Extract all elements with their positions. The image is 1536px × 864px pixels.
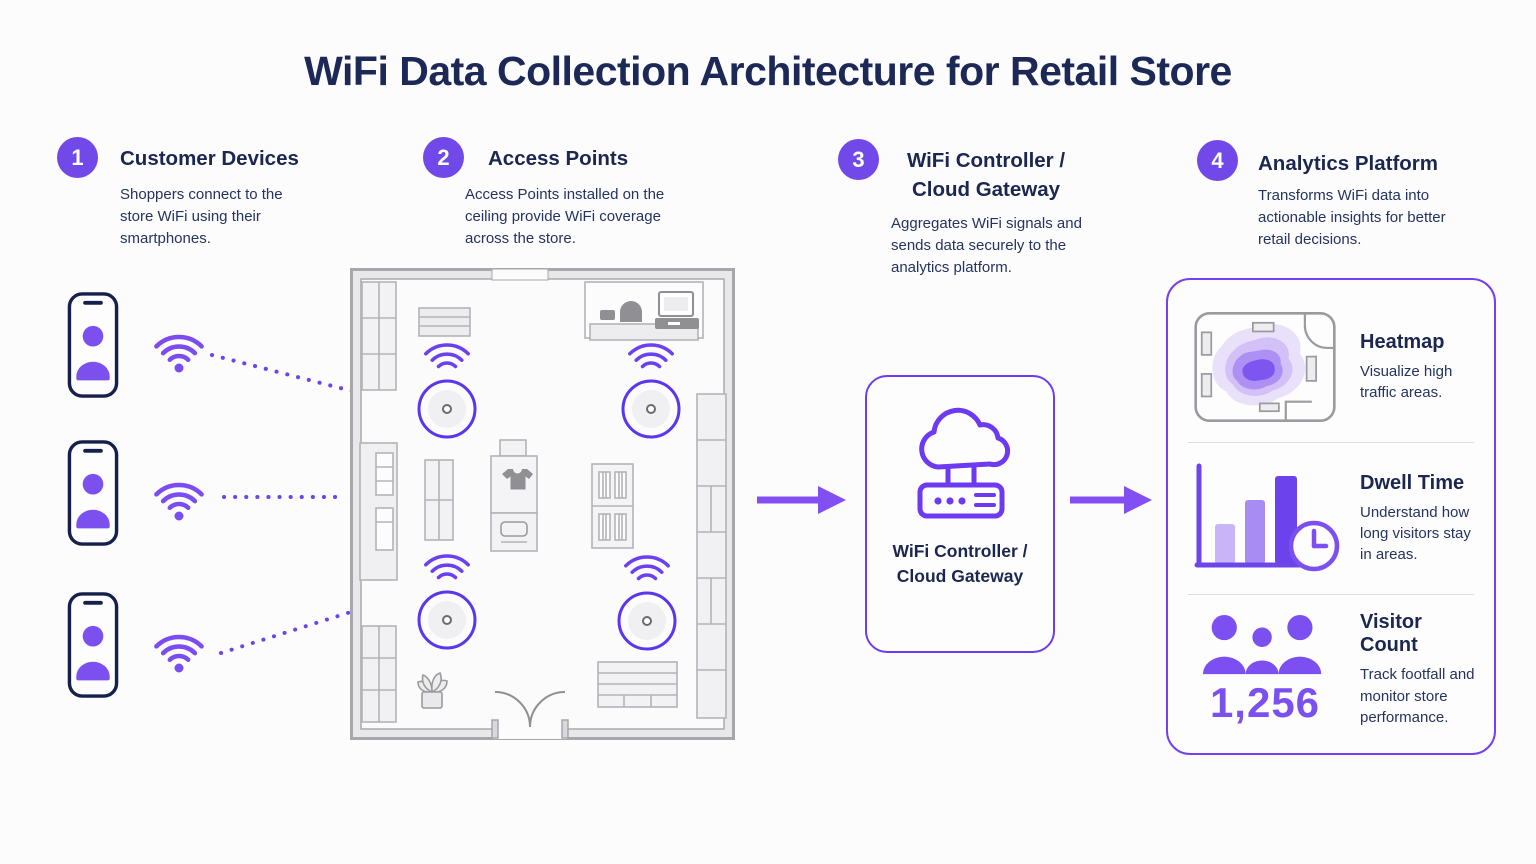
checkout-counter xyxy=(584,281,704,341)
step-3-badge: 3 xyxy=(838,139,879,180)
feature-desc-dwell-time: Understand how long visitors stay in are… xyxy=(1360,503,1471,564)
arrow-right-icon xyxy=(757,486,846,514)
step-2-description: Access Points installed on the ceiling p… xyxy=(465,186,665,248)
step-1-description: Shoppers connect to the store WiFi using… xyxy=(120,186,283,248)
shelf-rack xyxy=(424,459,454,541)
wifi-signal-1 xyxy=(147,318,211,376)
wifi-signal-2 xyxy=(147,466,211,524)
shelf-rack xyxy=(361,625,397,723)
smartphone-icon xyxy=(67,592,119,698)
clothing-display xyxy=(490,439,538,552)
analytics-platform-card: Heatmap Visualize high traffic areas. xyxy=(1166,278,1496,755)
tshirt-icon xyxy=(502,469,533,490)
access-point-icon xyxy=(417,343,477,439)
feature-desc-visitor-count: Track footfall and monitor store perform… xyxy=(1360,666,1475,726)
people-icon xyxy=(1202,614,1322,674)
customer-device-2 xyxy=(67,440,119,548)
smartphone-icon xyxy=(67,292,119,398)
display-shelf xyxy=(597,661,678,708)
clock-icon xyxy=(1288,521,1340,572)
divider xyxy=(1188,593,1474,595)
feature-row-heatmap: Heatmap Visualize high traffic areas. xyxy=(1186,294,1476,440)
step-4-title: Analytics Platform xyxy=(1258,152,1438,175)
wifi-signal-icon xyxy=(154,634,204,673)
plant-icon xyxy=(417,672,448,709)
step-4-description: Transforms WiFi data into actionable ins… xyxy=(1258,187,1446,249)
step-2-title: Access Points xyxy=(488,147,629,170)
feature-title-dwell-time: Dwell Time xyxy=(1360,471,1465,494)
access-point-icon xyxy=(621,343,681,439)
step-2-badge: 2 xyxy=(423,137,464,178)
feature-title-visitor-count: Visitor Count xyxy=(1360,611,1422,657)
step-3-description: Aggregates WiFi signals and sends data s… xyxy=(891,215,1082,277)
storage-unit xyxy=(359,442,398,581)
store-floorplan xyxy=(350,268,735,740)
user-avatar-icon xyxy=(82,325,104,347)
divider xyxy=(1188,442,1474,444)
step-3-title: WiFi Controller / Cloud Gateway xyxy=(906,149,1066,201)
customer-device-1 xyxy=(67,292,119,400)
arrow-right-icon xyxy=(1070,486,1152,514)
customer-device-3 xyxy=(67,592,119,700)
book-shelf xyxy=(591,463,634,549)
display-shelf xyxy=(418,307,471,337)
page-title: WiFi Data Collection Architecture for Re… xyxy=(304,48,1232,94)
entrance-door-icon xyxy=(491,691,569,739)
wall-shelf-column xyxy=(696,393,727,719)
feature-row-visitor-count: 1,256 Visitor Count Track footfall and m… xyxy=(1186,597,1476,743)
feature-title-heatmap: Heatmap xyxy=(1360,330,1445,353)
cloud-router-icon xyxy=(917,407,1011,519)
feature-row-dwell-time: Dwell Time Understand how long visitors … xyxy=(1186,445,1476,591)
feature-desc-heatmap: Visualize high traffic areas. xyxy=(1360,362,1453,402)
access-point-icon xyxy=(617,555,677,651)
access-point-icon xyxy=(417,554,477,650)
step-1-badge: 1 xyxy=(57,137,98,178)
wifi-controller-card: WiFi Controller / Cloud Gateway xyxy=(865,375,1055,653)
visitor-count-value: 1,256 xyxy=(1209,678,1321,726)
shelf-rack xyxy=(361,281,397,391)
wifi-signal-3 xyxy=(147,618,211,676)
controller-label: WiFi Controller / Cloud Gateway xyxy=(892,541,1028,587)
step-4-badge: 4 xyxy=(1197,140,1238,181)
heatmap-icon xyxy=(1194,312,1336,423)
user-avatar-icon xyxy=(82,473,104,495)
bar-chart-icon xyxy=(1194,463,1340,572)
smartphone-icon xyxy=(67,440,119,546)
step-1-title: Customer Devices xyxy=(120,147,299,170)
user-avatar-icon xyxy=(82,625,104,647)
wifi-signal-icon xyxy=(154,482,204,521)
wifi-signal-icon xyxy=(154,334,204,373)
